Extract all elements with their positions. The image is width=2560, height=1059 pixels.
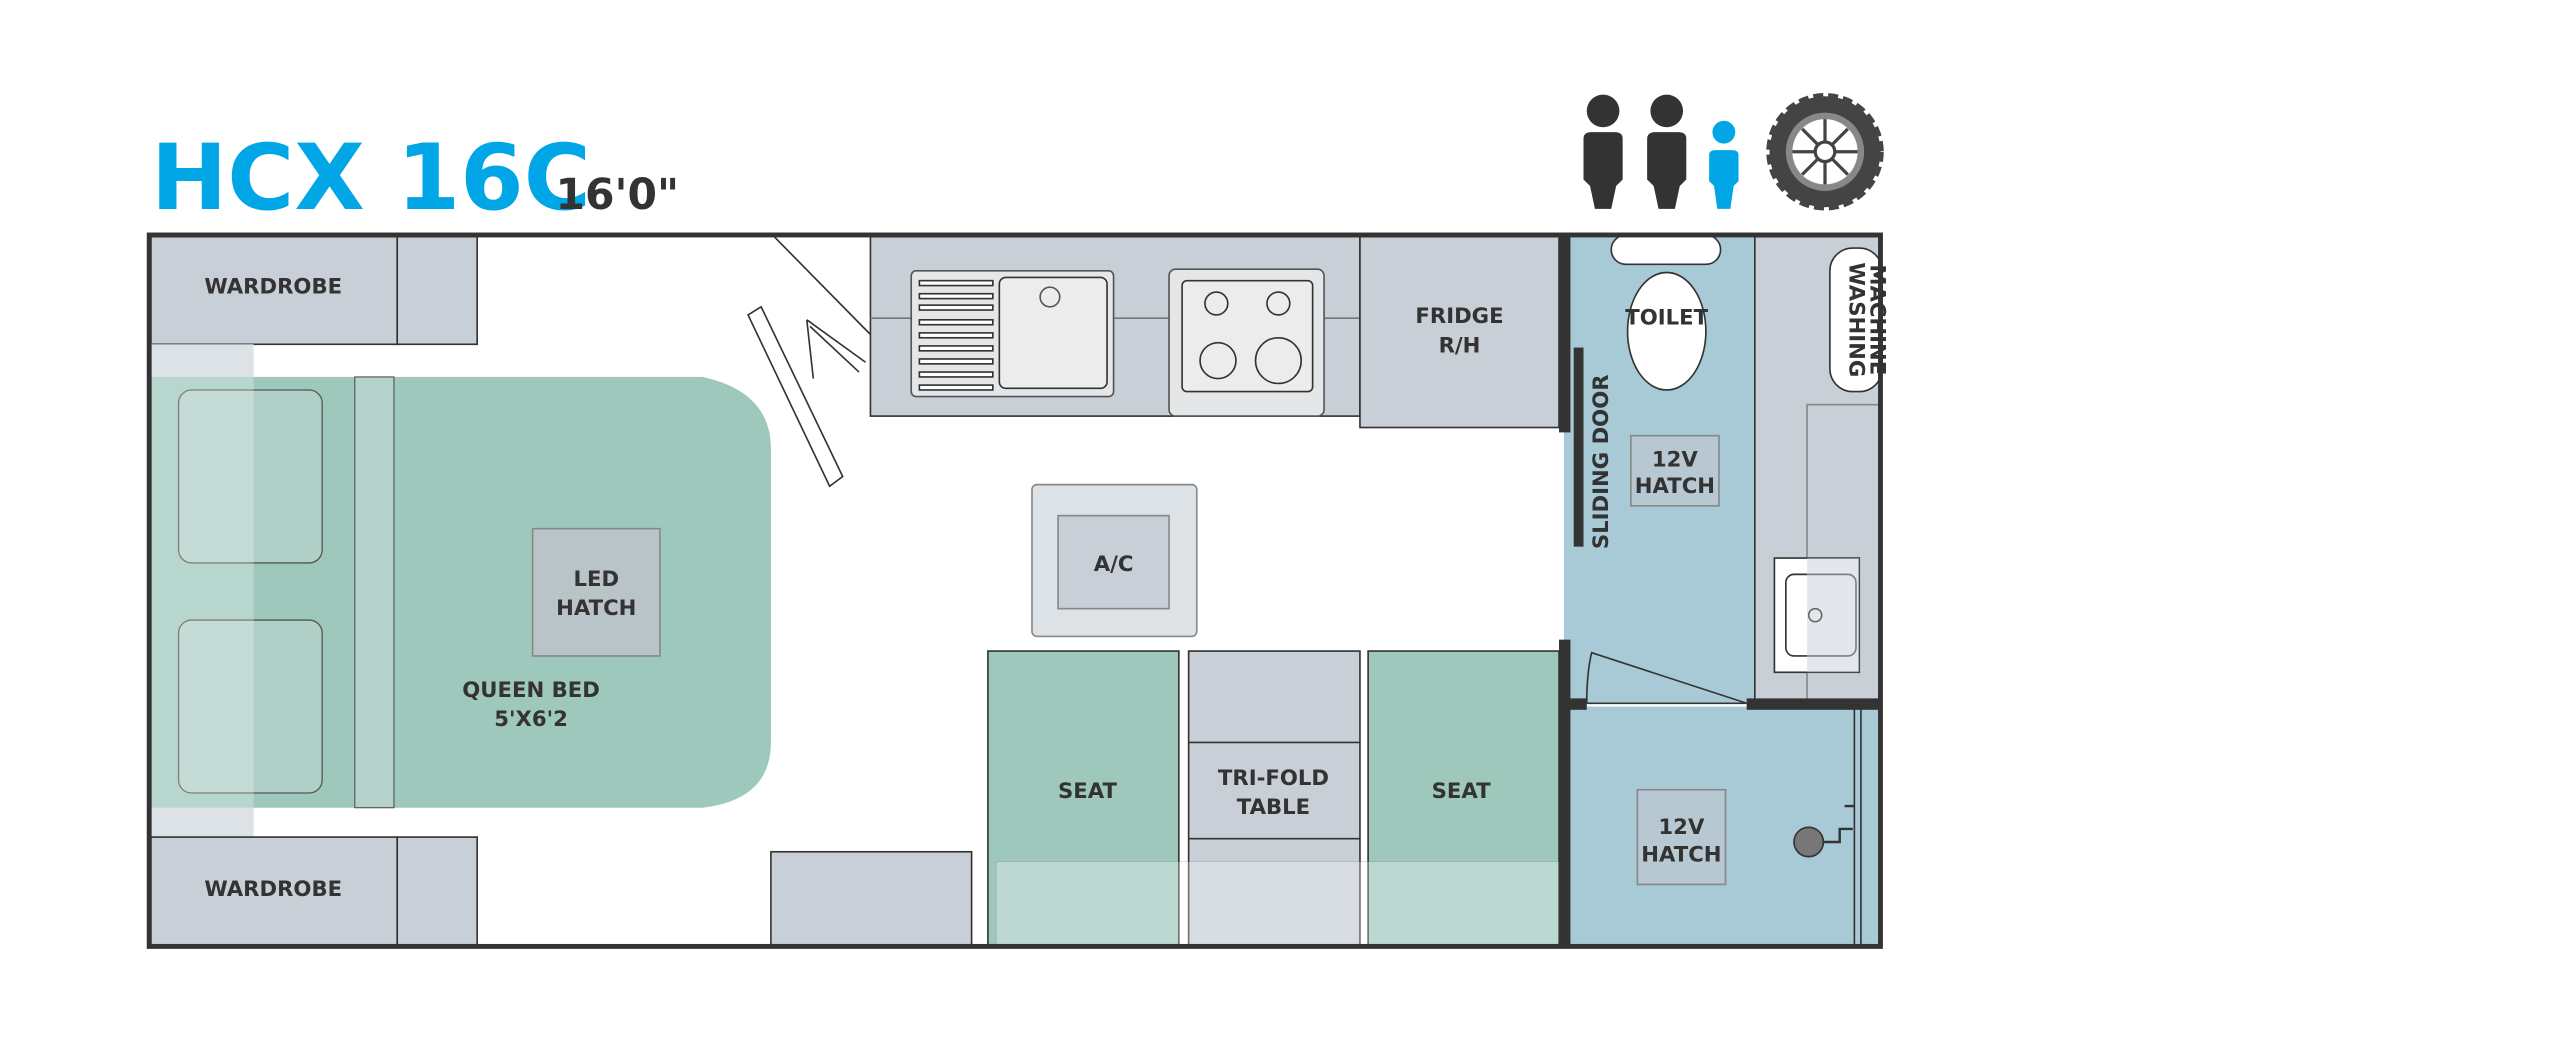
- kitchen-bench: [869, 235, 1361, 417]
- hatch-label: HATCH: [1641, 843, 1721, 868]
- tri-fold-table: TRI-FOLD TABLE: [1187, 650, 1361, 948]
- child-icon: [1709, 120, 1739, 209]
- washing-machine: WASHING MACHINE: [1829, 247, 1890, 393]
- queen-bed: LED HATCH QUEEN BED 5'X6'2: [150, 376, 771, 809]
- seat-label: SEAT: [1432, 779, 1492, 804]
- light-strip: [150, 807, 254, 838]
- table-label: TABLE: [1237, 795, 1310, 820]
- ac-label: A/C: [1094, 552, 1134, 577]
- hatch-label: HATCH: [1635, 474, 1715, 499]
- hatch-label: 12V: [1652, 448, 1699, 473]
- sliding-door-label: SLIDING DOOR: [1589, 374, 1614, 549]
- table-label: TRI-FOLD: [1218, 766, 1329, 791]
- adult-icon: [1647, 94, 1687, 209]
- led-hatch: [531, 527, 661, 657]
- led-hatch-label: LED: [573, 567, 619, 592]
- 12v-hatch-top: 12V HATCH: [1630, 434, 1720, 507]
- dinette-seat-right: SEAT: [1367, 650, 1560, 948]
- queen-bed-label: QUEEN BED: [462, 678, 600, 703]
- dinette-seat-left: SEAT: [987, 650, 1180, 948]
- vanity-basin: [1773, 557, 1861, 674]
- 12v-hatch-bottom: 12V HATCH: [1636, 788, 1727, 886]
- sliding-door[interactable]: [1573, 347, 1584, 547]
- fridge-label: FRIDGE: [1415, 304, 1503, 329]
- wardrobe-bottom-label: WARDROBE: [204, 877, 342, 902]
- walls: [1559, 233, 1883, 949]
- pillow: [177, 389, 323, 564]
- washing-machine-label: WASHING: [1843, 262, 1868, 377]
- led-hatch-label: HATCH: [556, 596, 636, 621]
- wardrobe-top: WARDROBE: [150, 235, 478, 346]
- wardrobe-top-label: WARDROBE: [204, 275, 342, 300]
- side-bench: [770, 850, 973, 948]
- model-title: HCX 16C: [151, 124, 591, 231]
- bathroom-door[interactable]: [1585, 651, 1747, 705]
- queen-bed-size: 5'X6'2: [494, 707, 568, 732]
- washing-machine-label: MACHINE: [1865, 264, 1890, 375]
- air-conditioner: A/C: [1031, 483, 1198, 638]
- toilet: TOILET: [1610, 234, 1722, 391]
- fridge-side: R/H: [1439, 333, 1481, 358]
- model-length: 16'0": [556, 171, 680, 220]
- shower-head-icon: [1793, 804, 1855, 858]
- sink: [910, 270, 1115, 398]
- hatch-label: 12V: [1658, 815, 1705, 840]
- entry-door: [747, 232, 872, 488]
- fridge: FRIDGE R/H: [1359, 235, 1560, 429]
- pillow: [177, 619, 323, 794]
- toilet-label: TOILET: [1625, 306, 1708, 331]
- adult-icon: [1583, 94, 1623, 209]
- light-strip: [150, 344, 254, 379]
- outer-wall: [146, 232, 1883, 949]
- table-extension: [995, 861, 1560, 947]
- seat-label: SEAT: [1058, 779, 1118, 804]
- offroad-wheel-icon: [1766, 93, 1884, 211]
- bathroom: TOILET WASHING MACHINE SLIDING DOOR 12V …: [1563, 234, 1890, 947]
- wardrobe-bottom: WARDROBE: [150, 836, 478, 948]
- cooktop: [1168, 268, 1325, 417]
